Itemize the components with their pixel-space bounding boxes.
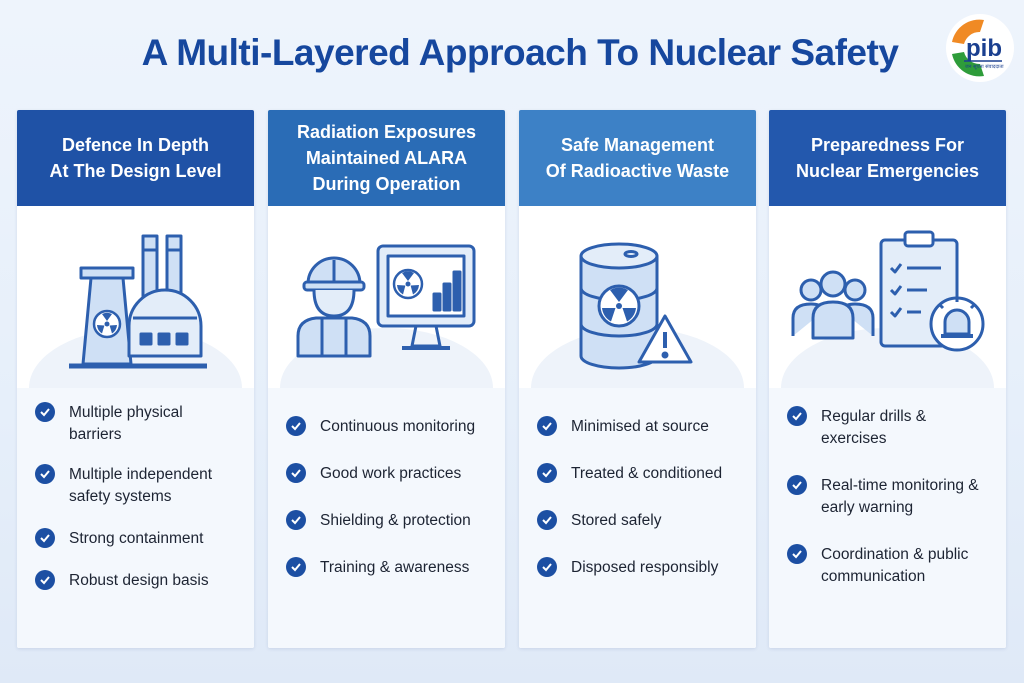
radioactive-barrel-icon bbox=[579, 242, 693, 370]
card-radiation-alara: Radiation Exposures Maintained ALARA Dur… bbox=[268, 110, 505, 648]
card-radioactive-waste: Safe Management Of Radioactive Waste bbox=[519, 110, 756, 648]
check-circle-icon bbox=[537, 510, 557, 530]
card-list: Continuous monitoring Good work practice… bbox=[268, 388, 505, 648]
worker-monitor-icon bbox=[296, 244, 476, 358]
card-illustration bbox=[268, 206, 505, 388]
check-circle-icon bbox=[286, 557, 306, 577]
card-list: Regular drills & exercises Real-time mon… bbox=[769, 388, 1006, 648]
check-circle-icon bbox=[286, 510, 306, 530]
page-title: A Multi-Layered Approach To Nuclear Safe… bbox=[141, 32, 899, 73]
check-circle-icon bbox=[286, 463, 306, 483]
nuclear-plant-icon bbox=[69, 234, 207, 369]
list-item-label: Treated & conditioned bbox=[571, 465, 723, 482]
list-item-label: Shielding & protection bbox=[320, 512, 471, 529]
list-item: Stored safely bbox=[519, 510, 756, 557]
card-nuclear-emergencies: Preparedness For Nuclear Emergencies bbox=[769, 110, 1006, 648]
card-list: Multiple physical barriers Multiple inde… bbox=[17, 388, 254, 648]
emergency-checklist-icon bbox=[791, 230, 985, 352]
list-item: Minimised at source bbox=[519, 416, 756, 463]
list-item-label: Minimised at source bbox=[571, 418, 709, 435]
list-item-label: Strong containment bbox=[69, 530, 204, 547]
list-item: Shielding & protection bbox=[268, 510, 505, 557]
check-circle-icon bbox=[35, 402, 55, 422]
card-heading: Safe Management Of Radioactive Waste bbox=[519, 110, 756, 206]
list-item-label: Continuous monitoring bbox=[320, 418, 476, 435]
list-item: Coordination & public communication bbox=[769, 544, 1006, 613]
check-circle-icon bbox=[35, 528, 55, 548]
check-circle-icon bbox=[286, 416, 306, 436]
svg-text:pib: pib bbox=[966, 35, 1002, 62]
list-item: Robust design basis bbox=[17, 570, 254, 612]
card-illustration bbox=[769, 206, 1006, 388]
list-item-label: Training & awareness bbox=[320, 559, 470, 576]
list-item-label: Real-time monitoring & early warning bbox=[821, 477, 979, 516]
card-heading: Defence In Depth At The Design Level bbox=[17, 110, 254, 206]
card-illustration bbox=[519, 206, 756, 388]
list-item: Regular drills & exercises bbox=[769, 406, 1006, 475]
list-item: Disposed responsibly bbox=[519, 557, 756, 604]
list-item: Training & awareness bbox=[268, 557, 505, 604]
list-item: Strong containment bbox=[17, 528, 254, 570]
list-item: Good work practices bbox=[268, 463, 505, 510]
card-list: Minimised at source Treated & conditione… bbox=[519, 388, 756, 648]
list-item: Multiple independent safety systems bbox=[17, 464, 254, 528]
list-item: Multiple physical barriers bbox=[17, 402, 254, 464]
check-circle-icon bbox=[537, 463, 557, 483]
check-circle-icon bbox=[787, 475, 807, 495]
check-circle-icon bbox=[35, 464, 55, 484]
list-item-label: Robust design basis bbox=[69, 572, 209, 589]
list-item-label: Stored safely bbox=[571, 512, 662, 529]
pib-logo: pib जन सूचना संवाददाता bbox=[944, 12, 1016, 84]
list-item-label: Multiple independent safety systems bbox=[69, 466, 213, 505]
check-circle-icon bbox=[35, 570, 55, 590]
list-item: Continuous monitoring bbox=[268, 416, 505, 463]
card-defence-in-depth: Defence In Depth At The Design Level bbox=[17, 110, 254, 648]
svg-text:जन सूचना संवाददाता: जन सूचना संवाददाता bbox=[965, 63, 1004, 70]
card-illustration bbox=[17, 206, 254, 388]
list-item-label: Good work practices bbox=[320, 465, 462, 482]
check-circle-icon bbox=[787, 544, 807, 564]
check-circle-icon bbox=[787, 406, 807, 426]
list-item: Real-time monitoring & early warning bbox=[769, 475, 1006, 544]
card-heading: Radiation Exposures Maintained ALARA Dur… bbox=[268, 110, 505, 206]
list-item-label: Coordination & public communication bbox=[821, 546, 969, 585]
check-circle-icon bbox=[537, 416, 557, 436]
card-heading: Preparedness For Nuclear Emergencies bbox=[769, 110, 1006, 206]
check-circle-icon bbox=[537, 557, 557, 577]
list-item-label: Multiple physical barriers bbox=[69, 404, 183, 443]
list-item: Treated & conditioned bbox=[519, 463, 756, 510]
list-item-label: Regular drills & exercises bbox=[821, 408, 927, 447]
list-item-label: Disposed responsibly bbox=[571, 559, 719, 576]
